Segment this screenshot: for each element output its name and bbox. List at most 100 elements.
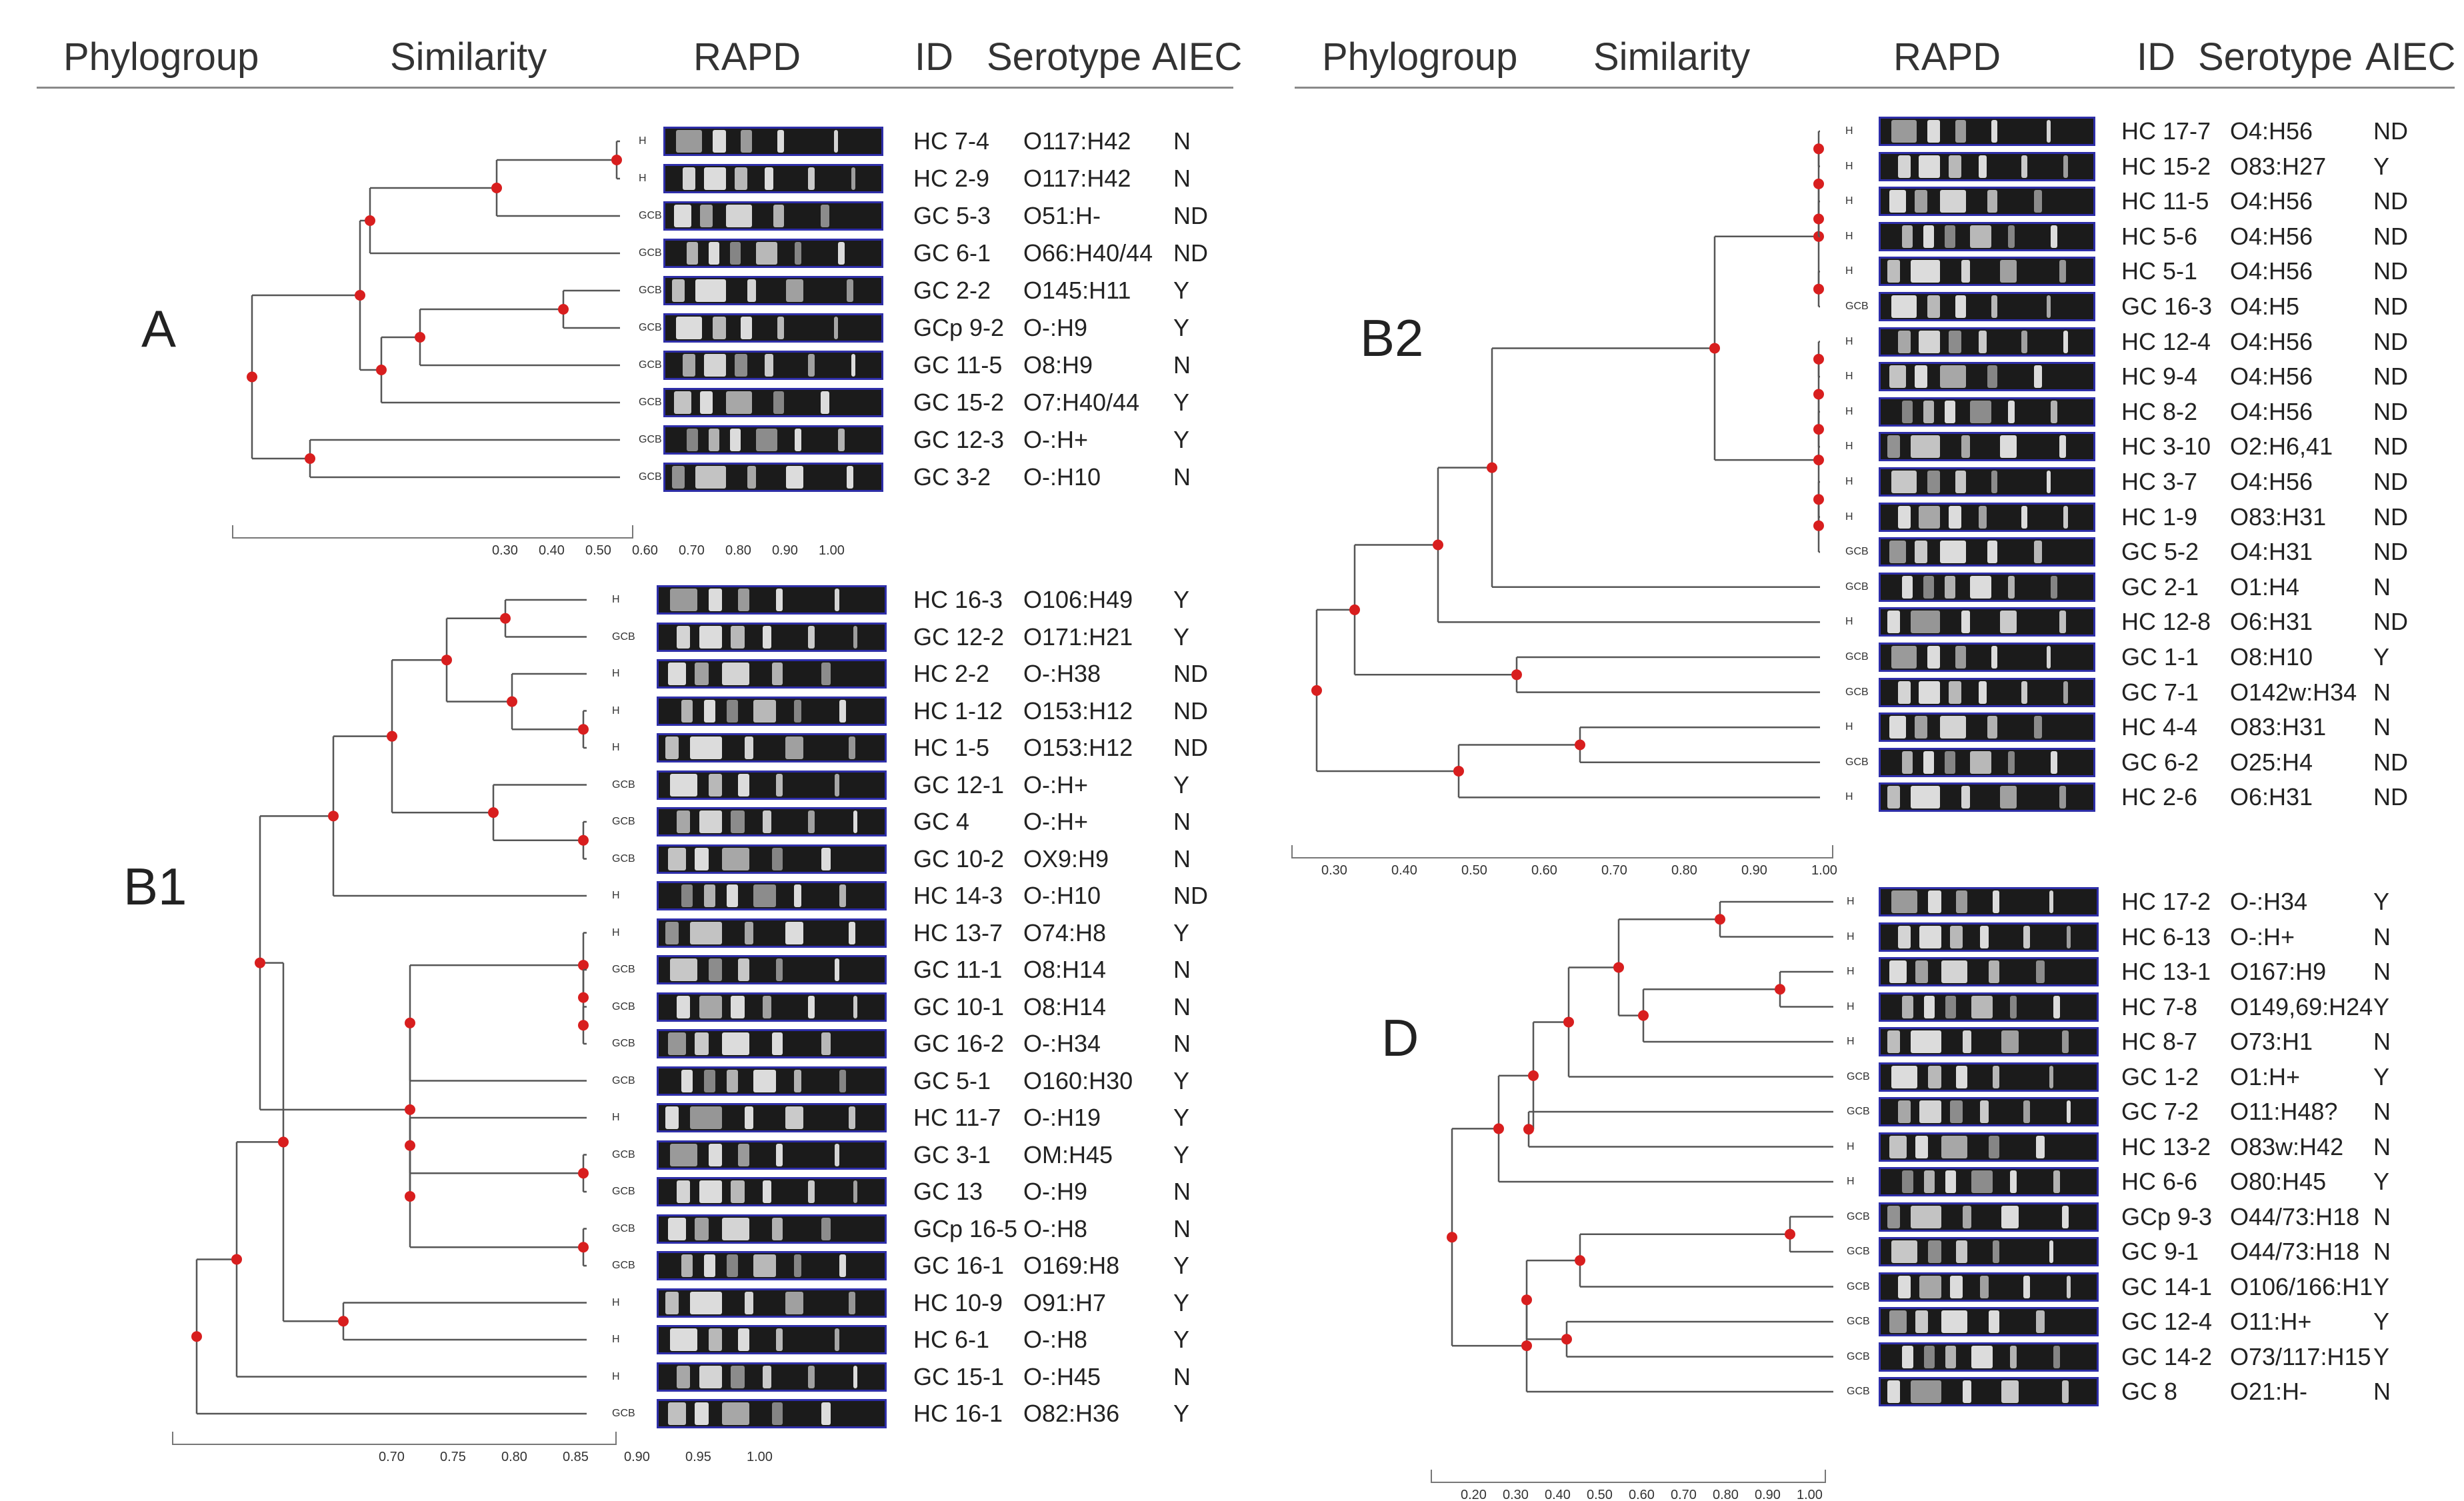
dendrogram-node-b2 xyxy=(1813,353,1824,365)
dendrogram-node-b1 xyxy=(405,1104,415,1115)
rapd-gel-lane-b2 xyxy=(1879,572,2095,602)
dendrogram-node-b1 xyxy=(405,1017,415,1028)
dendrogram-node-a xyxy=(355,290,365,301)
rapd-gel-lane-b1 xyxy=(657,622,887,652)
source-tag-a: GCB xyxy=(639,397,662,408)
rapd-gel-lane-b2 xyxy=(1879,643,2095,672)
dendrogram-node-b1 xyxy=(255,957,265,968)
aiec-status-b1: Y xyxy=(1173,1140,1190,1168)
axis-tick-b1: 0.95 xyxy=(685,1450,711,1464)
axis-tick-a: 1.00 xyxy=(819,543,845,558)
strain-id-b2: HC 1-9 xyxy=(2121,503,2198,531)
rapd-gel-lane-b2 xyxy=(1879,467,2095,497)
serotype-b2: O25:H4 xyxy=(2230,748,2313,776)
serotype-a: O117:H42 xyxy=(1023,165,1131,192)
source-tag-b2: H xyxy=(1845,265,1853,277)
rapd-gel-lane-b1 xyxy=(657,696,887,726)
axis-tick-d: 0.60 xyxy=(1629,1488,1655,1501)
strain-id-b2: GC 2-1 xyxy=(2121,573,2199,601)
source-tag-a: GCB xyxy=(639,322,662,333)
strain-id-b1: GC 3-1 xyxy=(913,1140,991,1168)
source-tag-b1: GCB xyxy=(612,816,635,827)
source-tag-b2: H xyxy=(1845,405,1853,417)
serotype-a: O-:H9 xyxy=(1023,314,1088,341)
rapd-gel-lane-d xyxy=(1879,1027,2099,1056)
rapd-gel-lane-a xyxy=(663,351,883,380)
source-tag-d: H xyxy=(1847,1000,1855,1012)
aiec-status-b1: Y xyxy=(1173,1326,1190,1353)
serotype-b1: O169:H8 xyxy=(1023,1252,1120,1279)
dendrogram-node-a xyxy=(491,183,502,193)
source-tag-b1: GCB xyxy=(612,852,635,864)
dendrogram-node-d xyxy=(1521,1340,1532,1352)
dendrogram-node-b2 xyxy=(1349,604,1360,615)
rapd-gel-lane-b2 xyxy=(1879,221,2095,251)
strain-id-d: HC 13-1 xyxy=(2121,958,2211,985)
aiec-status-b1: Y xyxy=(1173,1066,1190,1094)
header-phylogroup-left: Phylogroup xyxy=(63,35,259,79)
serotype-b1: O82:H36 xyxy=(1023,1400,1120,1427)
strain-id-b2: HC 17-7 xyxy=(2121,117,2211,145)
rapd-gel-lane-a xyxy=(663,463,883,492)
serotype-b1: O8:H14 xyxy=(1023,992,1107,1020)
aiec-status-b1: Y xyxy=(1173,586,1190,613)
dendrogram-node-b2 xyxy=(1813,520,1824,531)
aiec-status-d: Y xyxy=(2373,1308,2390,1335)
strain-id-b1: HC 14-3 xyxy=(913,882,1003,909)
serotype-d: O-:H34 xyxy=(2230,888,2308,915)
aiec-status-d: Y xyxy=(2373,1342,2390,1370)
dendrogram-node-b1 xyxy=(278,1136,289,1148)
strain-id-b1: GCp 16-5 xyxy=(913,1214,1018,1242)
dendrogram-node-b2 xyxy=(1433,539,1443,551)
aiec-status-b2: ND xyxy=(2373,783,2408,811)
dendrogram-node-b1 xyxy=(231,1254,242,1265)
rapd-gel-lane-d xyxy=(1879,887,2099,916)
axis-tick-b2: 0.70 xyxy=(1601,863,1627,878)
source-tag-b2: H xyxy=(1845,371,1853,383)
rapd-gel-lane-a xyxy=(663,276,883,305)
serotype-b2: O2:H6,41 xyxy=(2230,433,2333,461)
axis-tick-a: 0.70 xyxy=(679,543,705,558)
strain-id-b1: GC 10-2 xyxy=(913,844,1005,872)
serotype-b2: O4:H56 xyxy=(2230,187,2313,215)
axis-tick-b1: 0.80 xyxy=(501,1450,527,1464)
dendrogram-node-a xyxy=(558,304,569,315)
rapd-gel-lane-d xyxy=(1879,992,2099,1022)
rapd-gel-lane-b2 xyxy=(1879,432,2095,462)
dendrogram-node-b2 xyxy=(1311,685,1322,696)
serotype-a: O145:H11 xyxy=(1023,277,1131,304)
aiec-status-b1: N xyxy=(1173,844,1191,872)
phylogroup-label-b2: B2 xyxy=(1360,309,1424,367)
dendrogram-node-b2 xyxy=(1813,494,1824,505)
strain-id-a: GC 15-2 xyxy=(913,389,1005,416)
source-tag-b1: H xyxy=(612,926,620,938)
aiec-status-b1: Y xyxy=(1173,1400,1190,1427)
strain-id-b2: GC 7-1 xyxy=(2121,678,2199,706)
source-tag-d: GCB xyxy=(1847,1280,1870,1292)
similarity-axis-a xyxy=(232,525,633,539)
serotype-b2: O142w:H34 xyxy=(2230,678,2357,706)
source-tag-b2: GCB xyxy=(1845,581,1869,593)
rapd-gel-lane-a xyxy=(663,239,883,268)
aiec-status-b1: Y xyxy=(1173,623,1190,651)
serotype-b1: O-:H8 xyxy=(1023,1214,1088,1242)
strain-id-a: GC 12-3 xyxy=(913,426,1005,453)
aiec-status-b1: Y xyxy=(1173,770,1190,798)
dendrogram-node-b1 xyxy=(578,1168,589,1179)
source-tag-d: GCB xyxy=(1847,1070,1870,1082)
dendrogram-node-b2 xyxy=(1511,669,1522,681)
dendrogram-node-b1 xyxy=(191,1331,202,1342)
dendrogram-node-d xyxy=(1785,1228,1795,1240)
dendrogram-node-b1 xyxy=(338,1316,349,1327)
source-tag-b1: GCB xyxy=(612,631,635,643)
axis-tick-b2: 0.30 xyxy=(1321,863,1347,878)
strain-id-b1: HC 1-5 xyxy=(913,734,990,761)
aiec-status-b1: ND xyxy=(1173,660,1208,687)
strain-id-b1: HC 11-7 xyxy=(913,1104,1001,1131)
aiec-status-b2: N xyxy=(2373,573,2391,601)
rapd-gel-lane-b1 xyxy=(657,881,887,910)
dendrogram-node-b1 xyxy=(507,696,517,707)
serotype-d: O11:H48? xyxy=(2230,1098,2338,1125)
rapd-gel-lane-b1 xyxy=(657,1251,887,1280)
aiec-status-a: N xyxy=(1173,351,1191,379)
